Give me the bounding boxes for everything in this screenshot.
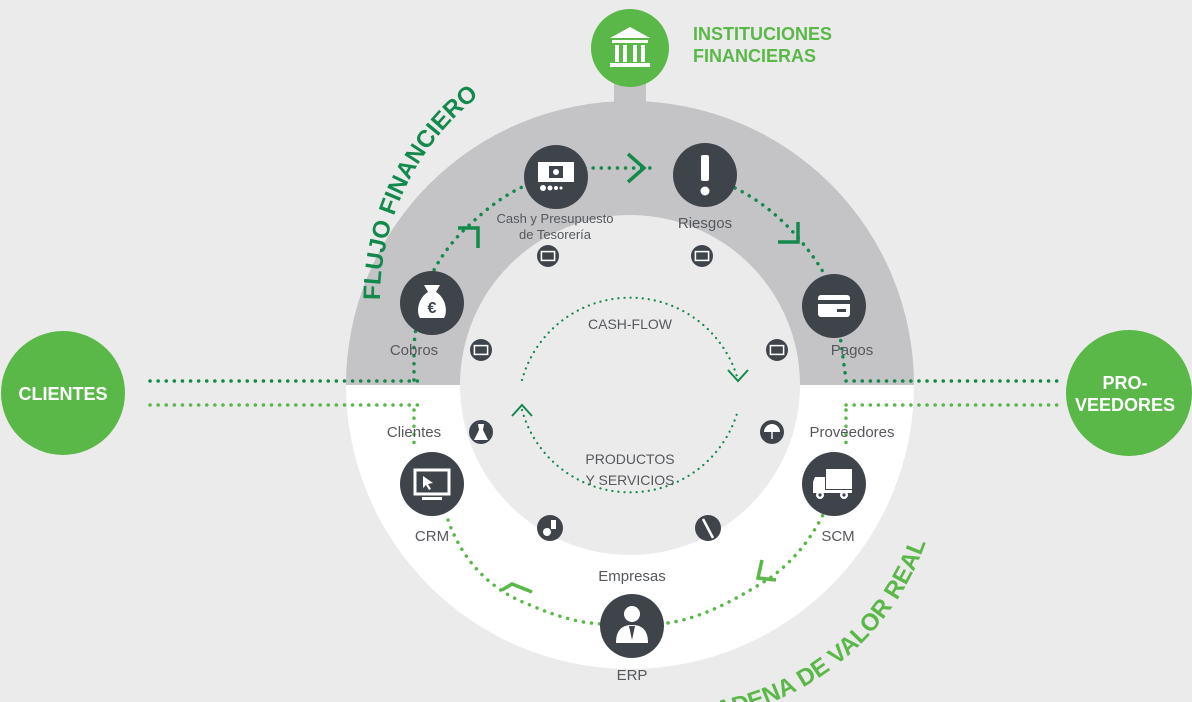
clientes-title: CLIENTES xyxy=(18,384,107,404)
products-icon xyxy=(537,515,563,541)
cashflow-label: CASH-FLOW xyxy=(588,316,673,332)
cash-label-line1: Cash y Presupuesto xyxy=(496,211,613,226)
proveedores-title-line1: PRO- xyxy=(1103,373,1148,393)
bank-icon xyxy=(610,27,650,67)
products-arrow xyxy=(511,403,533,417)
financial-flow-band xyxy=(346,101,914,385)
flow-arrow-3 xyxy=(778,222,800,244)
clientes-inner-label: Clientes xyxy=(387,424,441,441)
monitor-cursor-icon xyxy=(413,468,451,500)
cobros-node: € Cobros xyxy=(390,271,464,359)
banknote-icon xyxy=(470,339,492,361)
scm-label: SCM xyxy=(821,528,854,545)
banknote-icon xyxy=(766,339,788,361)
money-bag-euro-icon: € xyxy=(418,285,446,318)
pencil-icon xyxy=(695,515,721,541)
euro-symbol: € xyxy=(428,300,437,317)
truck-icon xyxy=(813,469,852,499)
instituciones-title-line2: FINANCIERAS xyxy=(693,46,816,66)
value-arrow-2 xyxy=(755,559,777,582)
banknote-icon xyxy=(537,245,559,267)
riesgos-node: Riesgos xyxy=(673,143,737,232)
proveedores-inner-label: Proveedores xyxy=(809,424,894,441)
erp-label: ERP xyxy=(617,667,648,684)
exclamation-icon xyxy=(700,155,710,196)
clientes-node: CLIENTES xyxy=(1,331,125,455)
cobros-label: Cobros xyxy=(390,342,438,359)
scm-node: SCM xyxy=(802,452,866,545)
flow-arrow-1 xyxy=(458,226,480,248)
instituciones-title-line1: INSTITUCIONES xyxy=(693,24,832,44)
crm-node: CRM xyxy=(400,452,464,545)
cashflow-cycle-arc xyxy=(520,296,740,382)
products-cycle-arc xyxy=(520,408,740,494)
banknote-icon xyxy=(691,245,713,267)
crm-label: CRM xyxy=(415,528,449,545)
cash-node: Cash y Presupuesto de Tesorería xyxy=(496,145,614,242)
financial-flow-arc xyxy=(412,166,848,382)
pagos-node: Pagos xyxy=(802,274,873,359)
umbrella-icon xyxy=(760,420,784,444)
cash-label-line2: de Tesorería xyxy=(519,227,592,242)
empresas-label: Empresas xyxy=(598,568,666,585)
proveedores-title-line2: VEEDORES xyxy=(1075,395,1175,415)
proveedores-node: PRO- VEEDORES xyxy=(1066,330,1192,456)
flow-arrow-2 xyxy=(626,152,647,184)
cash-register-icon xyxy=(538,162,574,191)
instituciones-node: INSTITUCIONES FINANCIERAS xyxy=(591,9,832,87)
cashflow-arrow xyxy=(727,369,749,383)
businessman-icon xyxy=(616,606,648,643)
dress-icon xyxy=(469,420,493,444)
riesgos-label: Riesgos xyxy=(678,215,732,232)
products-label-line2: Y SERVICIOS xyxy=(586,472,675,488)
value-arrow-1 xyxy=(501,582,533,594)
credit-card-icon xyxy=(818,295,850,317)
value-chain-band xyxy=(346,385,914,669)
pagos-label: Pagos xyxy=(831,342,874,359)
erp-node: ERP xyxy=(600,594,664,684)
products-label-line1: PRODUCTOS xyxy=(585,451,674,467)
